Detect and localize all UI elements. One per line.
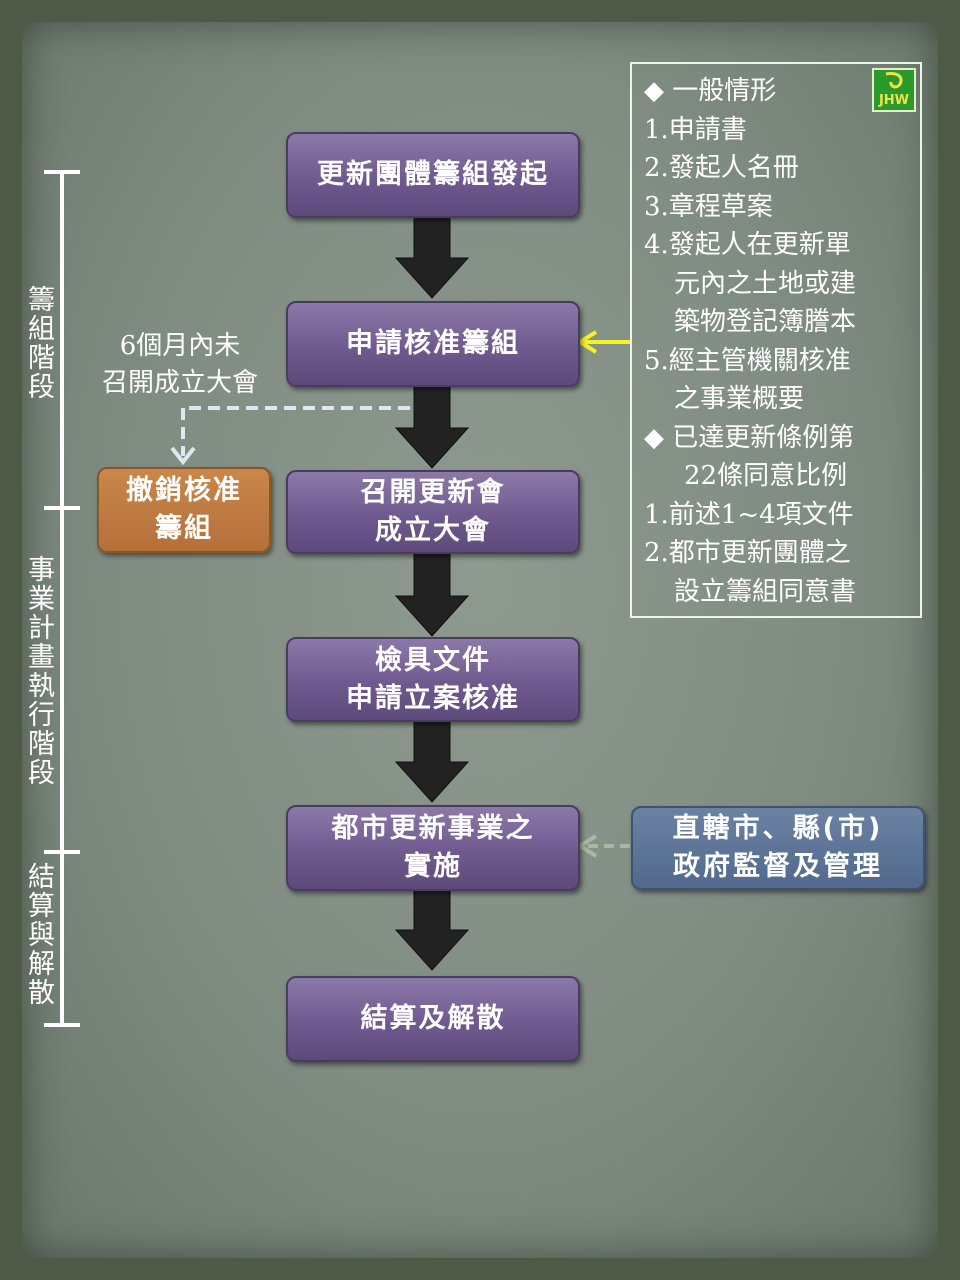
revoke-approval-box: 撤銷核准 籌組 (97, 467, 271, 553)
info-line: 5.經主管機關核准 (644, 345, 851, 376)
info-line: 3.章程草案 (644, 191, 773, 222)
supervision-box: 直轄市、縣(市) 政府監督及管理 (631, 806, 925, 890)
info-line: ◆ 一般情形 (644, 76, 777, 106)
logo-text: JHW (878, 93, 909, 108)
timeout-note-line: 召開成立大會 (101, 368, 258, 398)
timeout-note: 6個月內未 召開成立大會 (80, 328, 280, 402)
dashed-arrow-revoke (170, 406, 410, 466)
step-settlement: 結算及解散 (286, 976, 580, 1062)
flow-arrow (394, 550, 470, 637)
info-line: 4.發起人在更新單 (644, 230, 851, 260)
jhw-logo-icon: JHW (872, 68, 916, 112)
info-line: 22條同意比例 (684, 461, 848, 491)
step-apply-approval: 申請核准籌組 (286, 301, 580, 387)
phase-label-execution: 事業計畫執行階段 (23, 555, 54, 787)
yellow-arrow (576, 330, 630, 354)
step-text: 召開更新會 (360, 477, 506, 508)
phase-label-formation: 籌組階段 (23, 285, 54, 401)
dashed-arrow-supervision (576, 834, 630, 858)
timeout-note-line: 6個月內未 (119, 331, 241, 361)
info-line: 2.都市更新團體之 (644, 538, 851, 568)
step-initiate-group: 更新團體籌組發起 (286, 132, 580, 218)
step-text: 申請核准籌組 (346, 328, 520, 359)
step-text: 更新團體籌組發起 (317, 159, 549, 190)
flow-arrow (394, 383, 470, 469)
step-text: 檢具文件 (375, 644, 491, 676)
step-registration: 檢具文件 申請立案核准 (286, 637, 580, 722)
step-founding-meeting: 召開更新會 成立大會 (286, 470, 580, 554)
supervision-text: 政府監督及管理 (673, 851, 883, 882)
info-line: ◆ 已達更新條例第 (644, 422, 855, 453)
step-text: 都市更新事業之 (331, 813, 535, 844)
flow-arrow (394, 214, 470, 299)
info-line: 之事業概要 (674, 384, 805, 414)
revoke-text: 撤銷核准 (126, 475, 242, 506)
step-implementation: 都市更新事業之 實施 (286, 805, 580, 891)
step-text: 成立大會 (375, 515, 491, 546)
step-text: 實施 (404, 851, 462, 882)
info-line: 1.申請書 (644, 114, 747, 145)
requirements-panel: ◆ 一般情形 1.申請書 2.發起人名冊 3.章程草案 4.發起人在更新單 元內… (630, 62, 922, 618)
info-line: 設立籌組同意書 (674, 576, 857, 607)
step-text: 申請立案核准 (346, 682, 520, 714)
supervision-text: 直轄市、縣(市) (672, 813, 884, 844)
info-line: 築物登記簿謄本 (674, 307, 857, 337)
flow-arrow (394, 887, 470, 971)
flow-arrow (394, 718, 470, 803)
revoke-text: 籌組 (155, 513, 213, 544)
info-line: 元內之土地或建 (674, 268, 857, 299)
info-line: 1.前述1~4項文件 (644, 499, 854, 530)
info-line: 2.發起人名冊 (644, 153, 799, 183)
step-text: 結算及解散 (360, 1003, 506, 1034)
phase-label-settlement: 結算與解散 (23, 862, 54, 1007)
